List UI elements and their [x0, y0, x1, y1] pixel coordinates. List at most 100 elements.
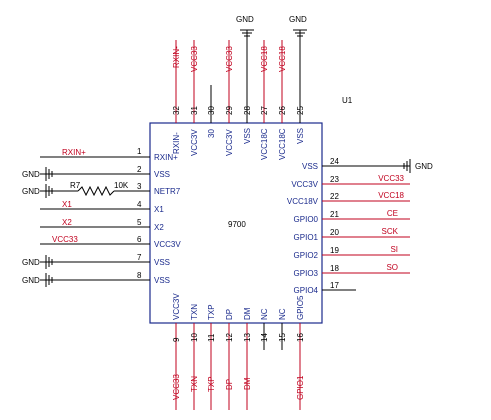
pin-name-28: VSS — [243, 128, 252, 144]
pin-num-5: 5 — [137, 218, 142, 227]
pin-num-9: 9 — [172, 337, 181, 342]
pin-name-15: NC — [278, 308, 287, 320]
net-dm: DM — [243, 377, 252, 390]
gnd-label-top-2: GND — [289, 15, 307, 24]
net-vcc33-pin31: VCC33 — [190, 46, 199, 72]
pin-name-30: 30 — [207, 129, 216, 138]
pin-num-31: 31 — [190, 106, 199, 115]
resistor-ref: R7 — [70, 181, 81, 190]
gnd-icon — [45, 273, 53, 287]
net-vcc33-pin29: VCC33 — [225, 46, 234, 72]
pin-name-25: VSS — [296, 128, 305, 144]
pin-name-1: RXIN+ — [154, 153, 178, 162]
pin-num-8: 8 — [137, 271, 142, 280]
net-ce: CE — [387, 209, 398, 218]
pin-num-10: 10 — [190, 333, 199, 342]
gnd-label-top-1: GND — [236, 15, 254, 24]
pin-num-25: 25 — [296, 106, 305, 115]
pin-name-3: NETR7 — [154, 187, 181, 196]
pin-num-3: 3 — [137, 182, 142, 191]
pin-num-22: 22 — [330, 192, 339, 201]
pin-num-29: 29 — [225, 106, 234, 115]
pin-num-27: 27 — [260, 106, 269, 115]
pin-num-11: 11 — [207, 333, 216, 342]
pin-num-21: 21 — [330, 210, 339, 219]
net-sck: SCK — [382, 227, 399, 236]
pin-num-26: 26 — [278, 106, 287, 115]
chip-name: 9700 — [228, 220, 246, 229]
pin-name-29: VCC3V — [225, 129, 234, 156]
net-txn: TXN — [190, 376, 199, 392]
gnd-label-8: GND — [22, 276, 40, 285]
pin-name-11: TXP — [207, 304, 216, 320]
pin-num-13: 13 — [243, 333, 252, 342]
gnd-icon — [45, 255, 53, 269]
gnd-icon — [45, 184, 53, 198]
right-pins: 24 23 22 21 20 19 18 17 VSS VCC3V VCC18V… — [287, 157, 410, 295]
pin-name-26: VCC18C — [278, 128, 287, 160]
pin-num-12: 12 — [225, 333, 234, 342]
net-txp: TXP — [207, 376, 216, 392]
pin-num-2: 2 — [137, 165, 142, 174]
ic-body — [149, 122, 323, 324]
pin-num-23: 23 — [330, 175, 339, 184]
gnd-icon — [240, 29, 254, 37]
pin-name-14: NC — [260, 308, 269, 320]
net-vcc33-right: VCC33 — [378, 174, 404, 183]
chip-ref: U1 — [342, 96, 353, 105]
pin-name-32: RXIN- — [172, 132, 181, 154]
pin-name-2: VSS — [154, 170, 170, 179]
pin-name-22: VCC18V — [287, 197, 319, 206]
pin-name-19: GPIO2 — [294, 251, 319, 260]
net-dp: DP — [225, 379, 234, 390]
pin-num-28: 28 — [243, 106, 252, 115]
gnd-label-3: GND — [22, 187, 40, 196]
pin-name-6: VCC3V — [154, 240, 181, 249]
net-x1: X1 — [62, 200, 72, 209]
pin-num-16: 16 — [296, 333, 305, 342]
pin-num-30: 30 — [207, 106, 216, 115]
net-rxin-plus: RXIN+ — [62, 148, 86, 157]
net-so: SO — [386, 263, 398, 272]
pin-num-19: 19 — [330, 246, 339, 255]
pin-num-24: 24 — [330, 157, 339, 166]
pin-num-1: 1 — [137, 147, 142, 156]
pin-name-20: GPIO1 — [294, 233, 319, 242]
net-vcc18-right: VCC18 — [378, 191, 404, 200]
pin-name-27: VCC18C — [260, 128, 269, 160]
pin-name-7: VSS — [154, 258, 170, 267]
pin-name-23: VCC3V — [291, 180, 318, 189]
pin-name-12: DP — [225, 309, 234, 320]
resistor-value: 10K — [114, 181, 129, 190]
pin-num-7: 7 — [137, 253, 142, 262]
pin-num-14: 14 — [260, 333, 269, 342]
pin-num-4: 4 — [137, 200, 142, 209]
pin-name-24: VSS — [302, 162, 318, 171]
bottom-pins: 9 10 11 12 13 14 15 16 VCC3V TXN TXP DP … — [172, 293, 305, 410]
pin-name-10: TXN — [190, 304, 199, 320]
pin-name-18: GPIO3 — [294, 269, 319, 278]
net-si: SI — [390, 245, 398, 254]
pin-name-4: X1 — [154, 205, 164, 214]
pin-num-17: 17 — [330, 281, 339, 290]
gnd-label-7: GND — [22, 258, 40, 267]
gnd-icon — [403, 159, 411, 173]
pin-num-18: 18 — [330, 264, 339, 273]
pin-name-16: GPIO5 — [296, 295, 305, 320]
net-vcc33-left: VCC33 — [52, 235, 78, 244]
top-pins: 32 31 30 29 28 27 26 25 RXIN- VCC3V 30 V… — [172, 30, 305, 160]
pin-name-9: VCC3V — [172, 293, 181, 320]
net-rxin-minus: RXIN- — [172, 46, 181, 68]
left-pins: 1 2 3 4 5 6 7 8 RXIN+ VSS NETR7 X1 X2 VC… — [40, 147, 181, 285]
net-x2: X2 — [62, 218, 72, 227]
pin-name-17: GPIO4 — [294, 286, 319, 295]
net-gpio1: GPIO1 — [296, 375, 305, 400]
pin-name-5: X2 — [154, 223, 164, 232]
gnd-label-24: GND — [415, 162, 433, 171]
resistor-icon — [77, 185, 115, 197]
pin-name-21: GPIO0 — [294, 215, 319, 224]
pin-num-20: 20 — [330, 228, 339, 237]
pin-num-32: 32 — [172, 106, 181, 115]
net-vcc18-pin26: VCC18 — [278, 46, 287, 72]
